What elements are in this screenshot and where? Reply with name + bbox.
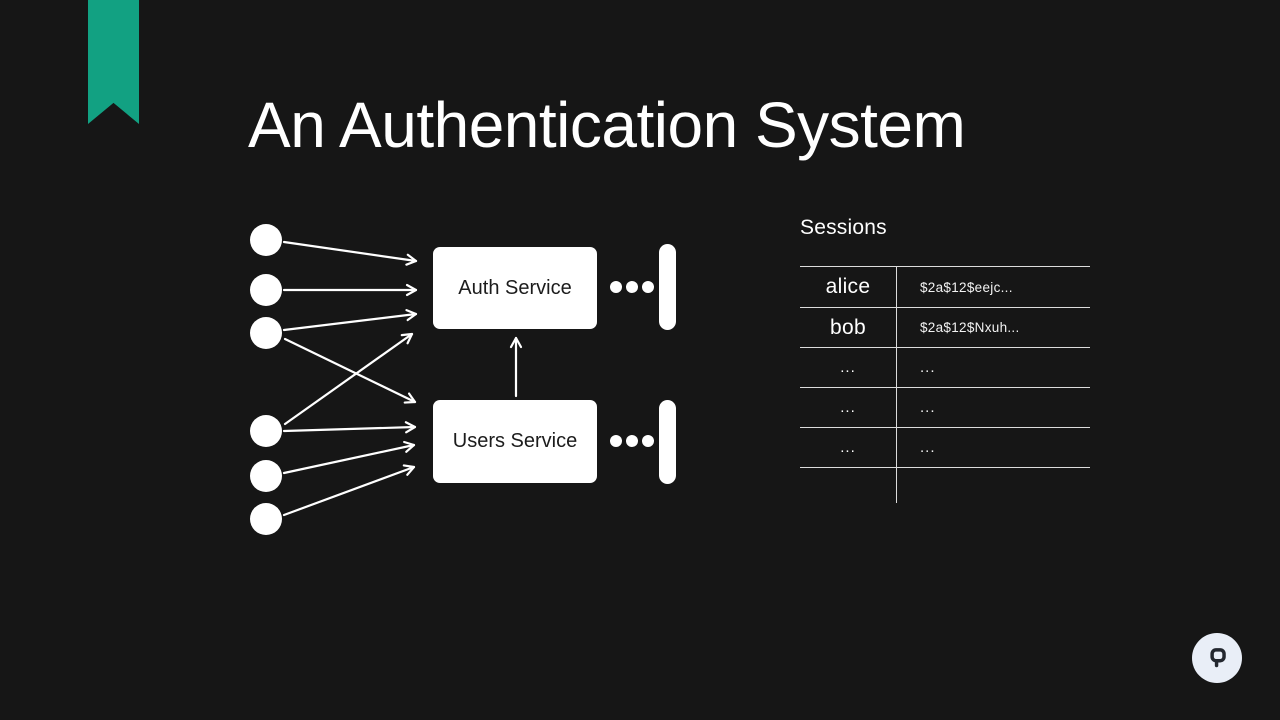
arrow-client4-auth	[283, 332, 414, 426]
session-hash: ...	[920, 439, 936, 456]
arrow-client5-users	[282, 440, 416, 475]
arrow-client3-auth	[282, 309, 418, 332]
user-node	[250, 415, 282, 447]
ellipsis-icon-auth	[610, 281, 654, 293]
table-row: alice $2a$12$eejc...	[800, 267, 1090, 308]
table-row: ... ...	[800, 388, 1090, 428]
arrow-client4-users	[282, 421, 417, 434]
session-user: ...	[840, 399, 856, 416]
slide-title: An Authentication System	[248, 89, 966, 161]
arrow-client1-auth	[282, 240, 418, 266]
pitch-logo-icon	[1210, 648, 1226, 668]
sessions-table: alice $2a$12$eejc... bob $2a$12$Nxuh... …	[800, 266, 1090, 503]
table-column-divider	[896, 267, 897, 503]
user-node	[250, 503, 282, 535]
database-bar-icon-auth	[659, 244, 676, 330]
user-node	[250, 460, 282, 492]
table-row: ... ...	[800, 428, 1090, 468]
session-user: ...	[840, 439, 856, 456]
auth-service-box: Auth Service	[433, 247, 597, 329]
auth-service-label: Auth Service	[458, 276, 572, 299]
session-user: bob	[830, 315, 866, 339]
users-service-box: Users Service	[433, 400, 597, 483]
arrow-client6-users	[282, 464, 416, 517]
database-bar-icon-users	[659, 400, 676, 484]
session-user: ...	[840, 359, 856, 376]
table-row: bob $2a$12$Nxuh...	[800, 308, 1090, 348]
pitch-logo-button[interactable]	[1192, 633, 1242, 683]
user-node	[250, 224, 282, 256]
bookmark-ribbon-icon	[88, 0, 139, 124]
ellipsis-icon-users	[610, 435, 654, 447]
table-row: ... ...	[800, 348, 1090, 388]
session-hash: $2a$12$eejc...	[920, 279, 1013, 295]
session-user: alice	[825, 275, 871, 298]
user-node	[250, 317, 282, 349]
user-node	[250, 274, 282, 306]
session-hash: $2a$12$Nxuh...	[920, 320, 1020, 335]
sessions-title: Sessions	[800, 216, 887, 239]
arrow-client3-users	[283, 337, 417, 404]
session-hash: ...	[920, 359, 936, 376]
session-hash: ...	[920, 399, 936, 416]
users-service-label: Users Service	[452, 430, 578, 452]
